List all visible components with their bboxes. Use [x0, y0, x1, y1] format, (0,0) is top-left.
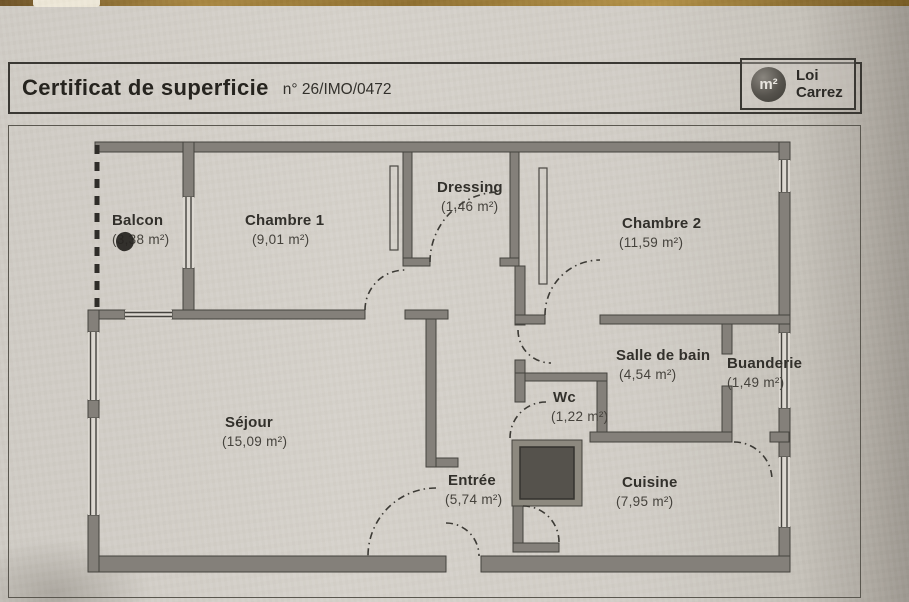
technical-shaft [511, 439, 583, 507]
plan-page-border [8, 125, 861, 598]
table-edge-highlight [33, 0, 100, 7]
loi-carrez-logo-box: m² Loi Carrez [740, 58, 856, 110]
walls [87, 141, 791, 573]
table-edge-strip [0, 0, 909, 6]
door-swing-arcs [364, 191, 773, 557]
loi-carrez-label: Loi Carrez [796, 67, 843, 101]
room-label-chambre-2: Chambre 2 (11,59 m²) [619, 215, 702, 250]
room-label-buanderie: Buanderie (1,49 m²) [727, 355, 803, 390]
certificate-title: Certificat de superficie [22, 75, 269, 100]
room-label-dressing: Dressing (1,46 m²) [437, 179, 503, 214]
m2-circle-icon: m² [751, 66, 786, 102]
room-label-cuisine: Cuisine (7,95 m²) [616, 474, 678, 509]
room-label-wc: Wc (1,22 m²) [551, 389, 609, 424]
room-label-sejour: Séjour (15,09 m²) [222, 414, 288, 449]
certificate-reference: n° 26/IMO/0472 [282, 80, 392, 98]
certificate-title-bar: Certificat de superficie n° 26/IMO/0472 … [8, 58, 862, 114]
room-label-chambre-1: Chambre 1 (9,01 m²) [245, 212, 325, 247]
windows [88, 160, 790, 527]
room-label-entree: Entrée (5,74 m²) [445, 472, 503, 507]
room-label-salle-de-bain: Salle de bain (4,54 m²) [616, 347, 711, 382]
closet-partitions [389, 165, 548, 285]
